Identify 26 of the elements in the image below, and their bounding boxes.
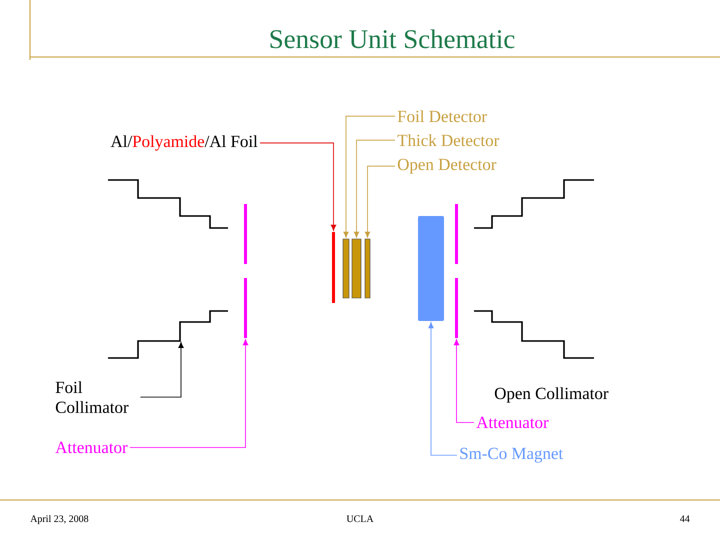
leader-line xyxy=(129,339,248,448)
leader-line xyxy=(364,166,396,238)
part-label: Foil Detector xyxy=(398,110,487,122)
title: Sensor Unit Schematic xyxy=(270,29,514,48)
leader-line xyxy=(428,322,458,456)
foil-layer xyxy=(332,232,335,303)
footer-date: April 23, 2008 xyxy=(30,515,88,524)
detector-bar xyxy=(352,238,362,298)
part-label: Open Collimator xyxy=(494,387,608,403)
part-label: Thick Detector xyxy=(398,134,500,146)
part-label: Open Detector xyxy=(398,158,496,174)
foil-label: Al/Polyamide/Al Foil xyxy=(110,135,258,151)
detector-bar xyxy=(342,238,350,298)
part-label: Attenuator xyxy=(476,416,548,428)
page-number: 44 xyxy=(680,515,690,522)
footer-text: UCLA xyxy=(346,515,374,522)
leader-line xyxy=(343,116,396,238)
part-label: Sm-Co Magnet xyxy=(460,448,564,463)
part-label: Attenuator xyxy=(55,442,128,454)
leader-line xyxy=(140,342,184,398)
leader-line xyxy=(260,142,336,231)
detector-bar xyxy=(364,238,370,298)
leader-line xyxy=(354,140,396,238)
collimator-label: Foil Collimator xyxy=(56,381,128,414)
magnet-block xyxy=(418,216,444,321)
leader-line xyxy=(454,339,474,423)
